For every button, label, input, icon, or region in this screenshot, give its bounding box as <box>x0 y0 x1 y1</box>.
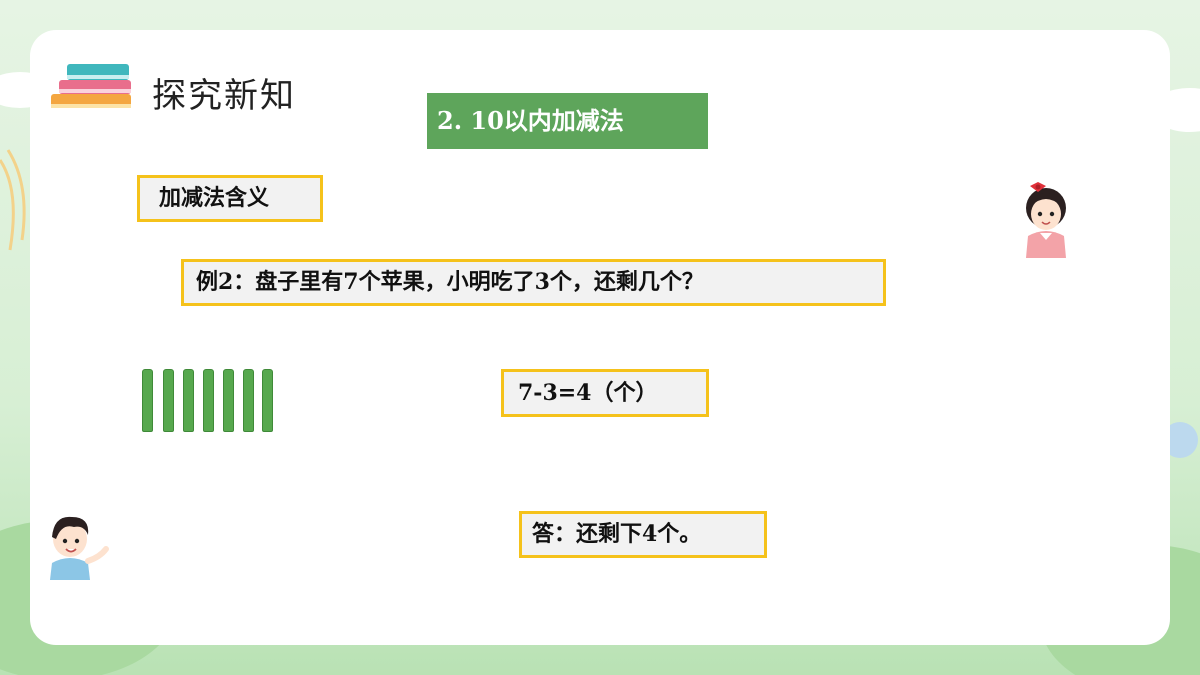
boy-illustration <box>50 516 109 580</box>
counting-stick <box>163 369 174 432</box>
books-stack-icon <box>45 58 140 120</box>
counting-stick <box>203 369 214 432</box>
girl-illustration <box>1026 182 1066 258</box>
counting-stick <box>243 369 254 432</box>
topic-header: 2. 10以内加减法 <box>427 93 708 149</box>
equation-box: 7-3=4（个） <box>501 369 709 417</box>
concept-label: 加减法含义 <box>137 175 323 222</box>
example-question: 例2：盘子里有7个苹果，小明吃了3个，还剩几个？ <box>181 259 886 306</box>
counting-stick <box>223 369 234 432</box>
counting-stick <box>183 369 194 432</box>
answer-box: 答：还剩下4个。 <box>519 511 767 558</box>
counting-stick <box>262 369 273 432</box>
counting-stick <box>142 369 153 432</box>
section-title: 探究新知 <box>152 76 296 116</box>
